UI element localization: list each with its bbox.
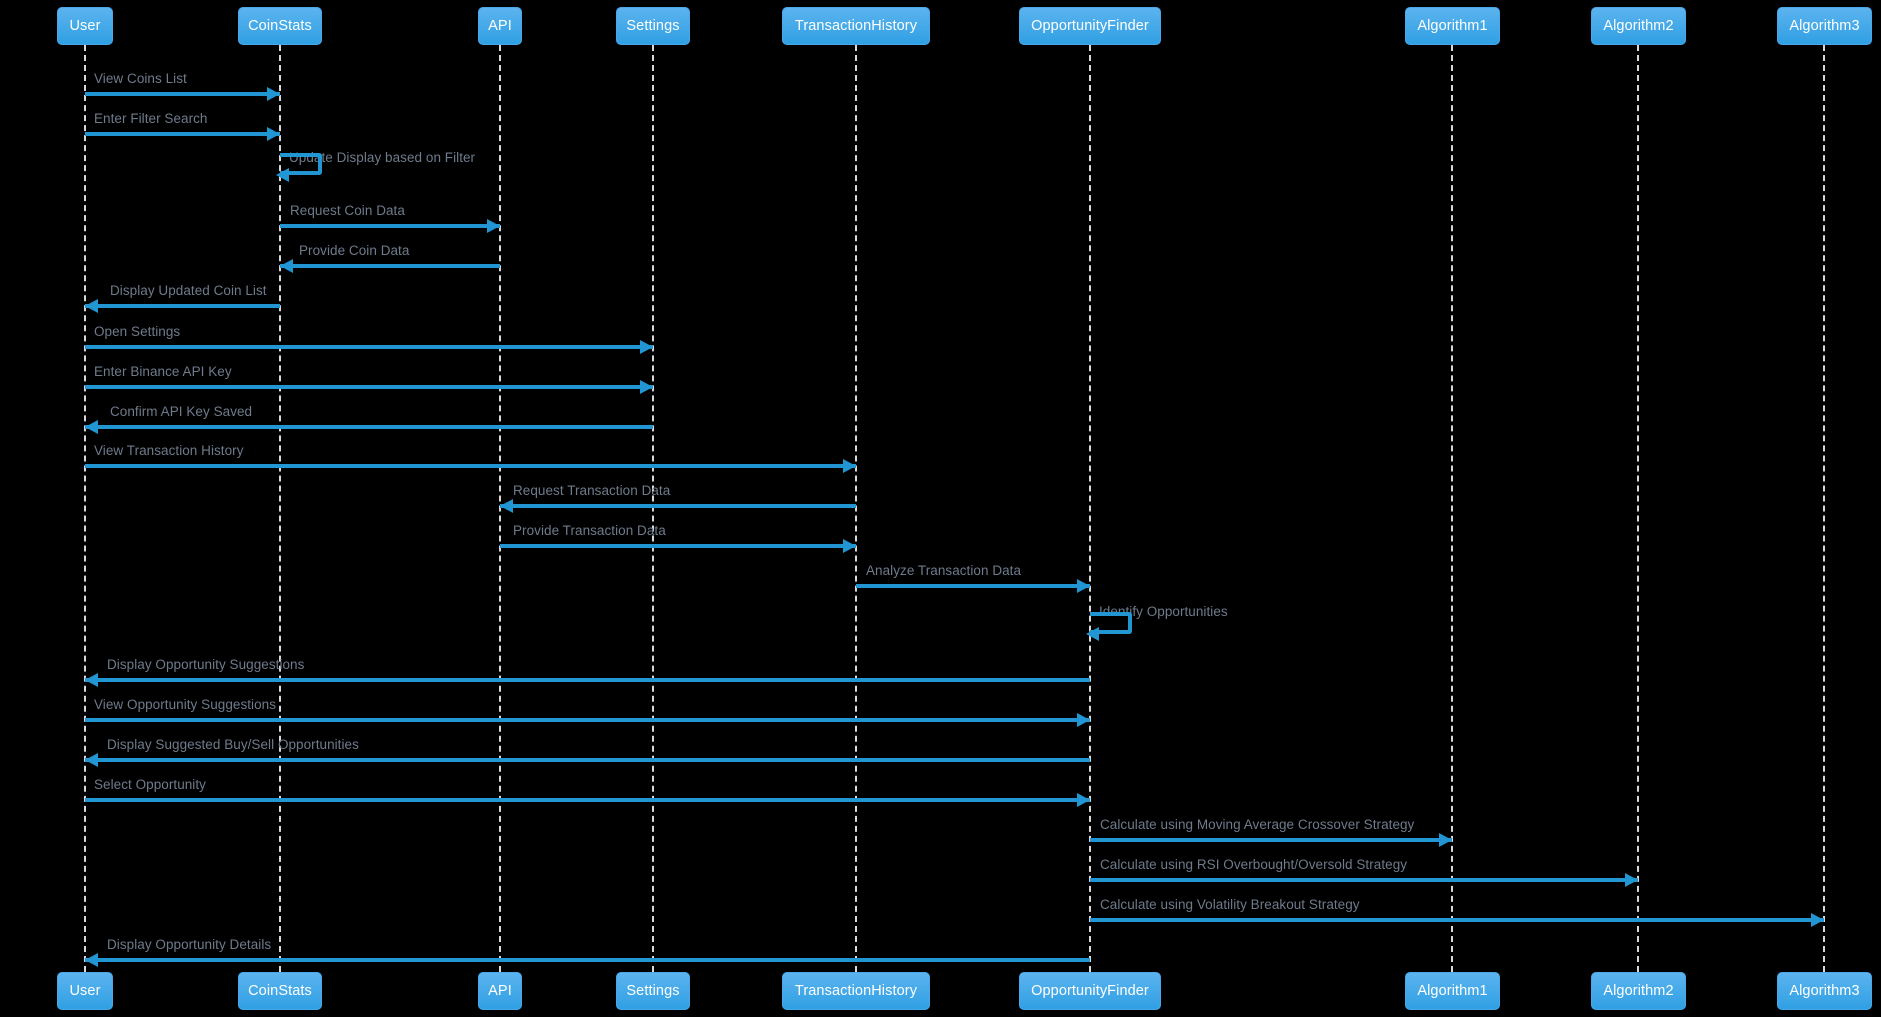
- message-label-16: View Opportunity Suggestions: [94, 697, 277, 712]
- arrowhead-11: [500, 499, 513, 513]
- participant-bottom-oppfinder[interactable]: OpportunityFinder: [1019, 972, 1161, 1010]
- arrowhead-6: [85, 299, 98, 313]
- arrowhead-12: [843, 539, 856, 553]
- message-label-21: Calculate using Volatility Breakout Stra…: [1100, 897, 1360, 912]
- lifeline-algorithm2: [1637, 45, 1639, 972]
- participant-top-user[interactable]: User: [57, 7, 113, 45]
- participant-bottom-algorithm3[interactable]: Algorithm3: [1777, 972, 1872, 1010]
- message-label-5: Provide Coin Data: [299, 243, 410, 258]
- message-label-20: Calculate using RSI Overbought/Oversold …: [1100, 857, 1408, 872]
- message-label-9: Confirm API Key Saved: [110, 404, 253, 419]
- message-label-15: Display Opportunity Suggestions: [107, 657, 305, 672]
- self-message-3: [280, 153, 322, 175]
- message-label-12: Provide Transaction Data: [513, 523, 666, 538]
- message-label-8: Enter Binance API Key: [94, 364, 232, 379]
- arrowhead-14: [1086, 627, 1099, 641]
- message-label-10: View Transaction History: [94, 443, 244, 458]
- message-arrow-10: [85, 464, 856, 468]
- participant-top-algorithm3[interactable]: Algorithm3: [1777, 7, 1872, 45]
- message-arrow-22: [85, 958, 1090, 962]
- participant-top-coinstats[interactable]: CoinStats: [238, 7, 322, 45]
- participant-bottom-user[interactable]: User: [57, 972, 113, 1010]
- message-arrow-13: [856, 584, 1090, 588]
- message-label-19: Calculate using Moving Average Crossover…: [1100, 817, 1415, 832]
- arrowhead-9: [85, 420, 98, 434]
- message-label-7: Open Settings: [94, 324, 181, 339]
- message-label-17: Display Suggested Buy/Sell Opportunities: [107, 737, 359, 752]
- participant-bottom-algorithm2[interactable]: Algorithm2: [1591, 972, 1686, 1010]
- arrowhead-13: [1077, 579, 1090, 593]
- arrowhead-18: [1077, 793, 1090, 807]
- message-label-2: Enter Filter Search: [94, 111, 208, 126]
- participant-top-settings[interactable]: Settings: [616, 7, 690, 45]
- participant-top-oppfinder[interactable]: OpportunityFinder: [1019, 7, 1161, 45]
- message-arrow-15: [85, 678, 1090, 682]
- message-arrow-9: [85, 425, 653, 429]
- arrowhead-20: [1625, 873, 1638, 887]
- lifeline-algorithm3: [1823, 45, 1825, 972]
- message-label-6: Display Updated Coin List: [110, 283, 267, 298]
- message-arrow-21: [1090, 918, 1824, 922]
- message-arrow-5: [280, 264, 500, 268]
- lifeline-txhistory: [855, 45, 857, 972]
- arrowhead-2: [267, 127, 280, 141]
- message-label-3: Update Display based on Filter: [289, 150, 476, 165]
- arrowhead-1: [267, 87, 280, 101]
- lifeline-user: [84, 45, 86, 972]
- participant-bottom-settings[interactable]: Settings: [616, 972, 690, 1010]
- arrowhead-19: [1439, 833, 1452, 847]
- participant-top-algorithm1[interactable]: Algorithm1: [1405, 7, 1500, 45]
- message-arrow-20: [1090, 878, 1638, 882]
- participant-top-algorithm2[interactable]: Algorithm2: [1591, 7, 1686, 45]
- message-label-22: Display Opportunity Details: [107, 937, 272, 952]
- arrowhead-16: [1077, 713, 1090, 727]
- arrowhead-4: [487, 219, 500, 233]
- arrowhead-22: [85, 953, 98, 967]
- lifeline-oppfinder: [1089, 45, 1091, 972]
- self-message-14: [1090, 612, 1132, 634]
- message-label-13: Analyze Transaction Data: [866, 563, 1022, 578]
- arrowhead-15: [85, 673, 98, 687]
- message-label-4: Request Coin Data: [290, 203, 405, 218]
- participant-bottom-algorithm1[interactable]: Algorithm1: [1405, 972, 1500, 1010]
- message-arrow-19: [1090, 838, 1452, 842]
- message-label-11: Request Transaction Data: [513, 483, 671, 498]
- lifeline-settings: [652, 45, 654, 972]
- message-arrow-11: [500, 504, 856, 508]
- message-arrow-16: [85, 718, 1090, 722]
- participant-bottom-api[interactable]: API: [478, 972, 522, 1010]
- message-arrow-1: [85, 92, 280, 96]
- arrowhead-21: [1811, 913, 1824, 927]
- arrowhead-5: [280, 259, 293, 273]
- message-arrow-4: [280, 224, 500, 228]
- message-arrow-17: [85, 758, 1090, 762]
- participant-bottom-coinstats[interactable]: CoinStats: [238, 972, 322, 1010]
- message-arrow-18: [85, 798, 1090, 802]
- participant-top-txhistory[interactable]: TransactionHistory: [782, 7, 930, 45]
- message-label-1: View Coins List: [94, 71, 187, 86]
- message-arrow-8: [85, 385, 653, 389]
- arrowhead-8: [640, 380, 653, 394]
- arrowhead-10: [843, 459, 856, 473]
- message-arrow-12: [500, 544, 856, 548]
- lifeline-algorithm1: [1451, 45, 1453, 972]
- message-arrow-6: [85, 304, 280, 308]
- arrowhead-7: [640, 340, 653, 354]
- message-arrow-2: [85, 132, 280, 136]
- participant-bottom-txhistory[interactable]: TransactionHistory: [782, 972, 930, 1010]
- message-arrow-7: [85, 345, 653, 349]
- lifeline-coinstats: [279, 45, 281, 972]
- arrowhead-17: [85, 753, 98, 767]
- participant-top-api[interactable]: API: [478, 7, 522, 45]
- arrowhead-3: [276, 168, 289, 182]
- message-label-18: Select Opportunity: [94, 777, 206, 792]
